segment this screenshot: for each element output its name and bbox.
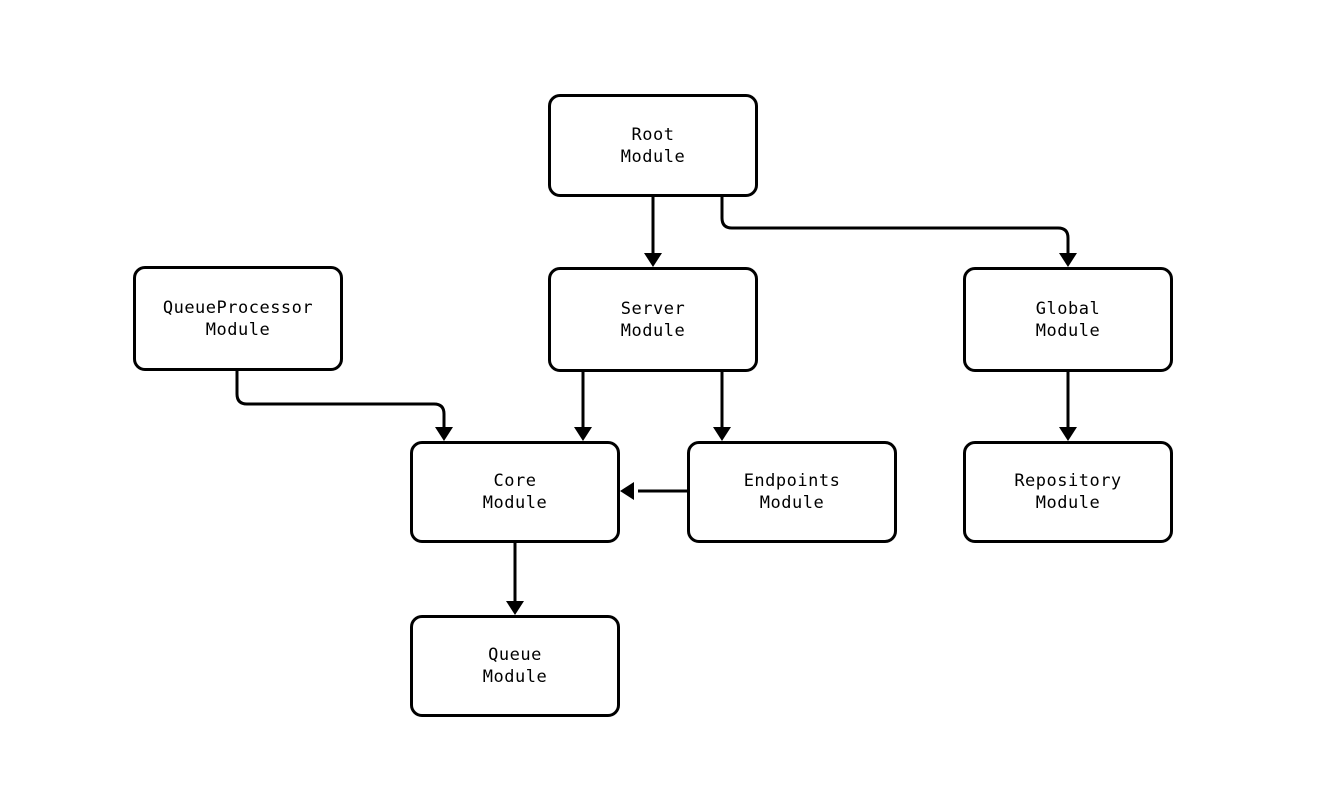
arrowhead-queueprocessor-to-core: [435, 427, 453, 441]
node-endpoints-line2: Module: [759, 493, 825, 513]
arrowhead-server-to-endpoints: [713, 427, 731, 441]
arrowhead-root-to-global: [1059, 253, 1077, 267]
node-queueprocessor-line1: QueueProcessor: [162, 297, 314, 318]
node-endpoints-line1: Endpoints: [743, 471, 841, 491]
node-server-line2: Module: [620, 320, 686, 341]
arrowhead-root-to-server: [644, 253, 662, 267]
edge-root-to-global: [720, 197, 1070, 258]
node-queue[interactable]: Queue Module: [410, 615, 620, 717]
node-queueprocessor[interactable]: QueueProcessor Module: [133, 266, 343, 371]
edge-queueprocessor-to-core: [235, 371, 446, 432]
node-root[interactable]: Root Module: [548, 94, 758, 197]
node-core-line1: Core: [493, 471, 537, 491]
node-server-line1: Server: [620, 298, 686, 319]
node-global[interactable]: Global Module: [963, 267, 1173, 372]
arrowhead-core-to-queue: [506, 601, 524, 615]
node-queueprocessor-line2: Module: [205, 319, 271, 340]
node-global-line2: Module: [1035, 320, 1101, 341]
arrowhead-endpoints-to-core: [620, 482, 634, 500]
node-root-line2: Module: [620, 146, 686, 167]
node-queue-line2: Module: [482, 667, 548, 687]
arrowhead-global-to-repository: [1059, 427, 1077, 441]
edges-group: [235, 197, 1077, 615]
node-repository-line2: Module: [1035, 493, 1101, 513]
node-repository-line1: Repository: [1014, 471, 1122, 491]
node-global-line1: Global: [1035, 298, 1101, 319]
node-endpoints[interactable]: Endpoints Module: [687, 441, 897, 543]
node-repository[interactable]: Repository Module: [963, 441, 1173, 543]
node-core-line2: Module: [482, 493, 548, 513]
node-queue-line1: Queue: [488, 645, 542, 665]
node-root-line1: Root: [631, 124, 675, 145]
arrowhead-server-to-core: [574, 427, 592, 441]
node-core[interactable]: Core Module: [410, 441, 620, 543]
node-server[interactable]: Server Module: [548, 267, 758, 372]
